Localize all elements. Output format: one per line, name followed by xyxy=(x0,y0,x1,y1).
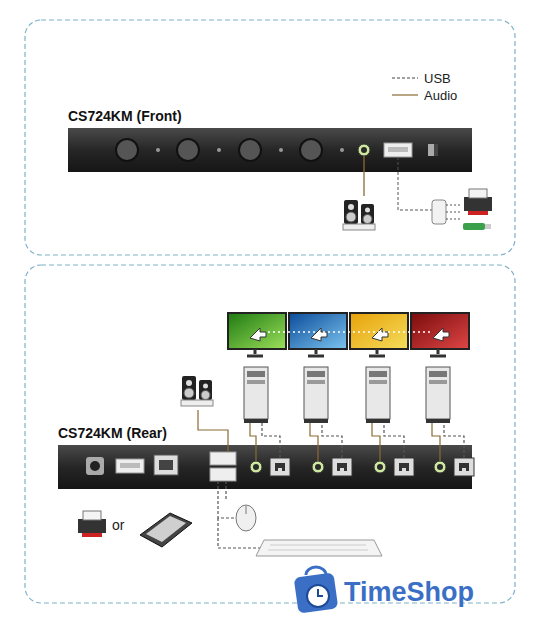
device-heading: CS724KM (Front) xyxy=(68,108,182,124)
kvm-switch: CS724KM (Rear) xyxy=(58,445,472,489)
note-label: or xyxy=(112,517,124,533)
legend-item: USB xyxy=(392,70,451,86)
legend-sample xyxy=(392,74,418,82)
legend-sample xyxy=(392,91,418,99)
legend-item: Audio xyxy=(392,87,457,103)
legend-text: USB xyxy=(424,71,451,86)
watermark: TimeShop xyxy=(344,577,474,608)
device-heading: CS724KM (Rear) xyxy=(58,425,167,441)
legend-text: Audio xyxy=(424,88,457,103)
kvm-switch: CS724KM (Front) xyxy=(68,128,472,172)
